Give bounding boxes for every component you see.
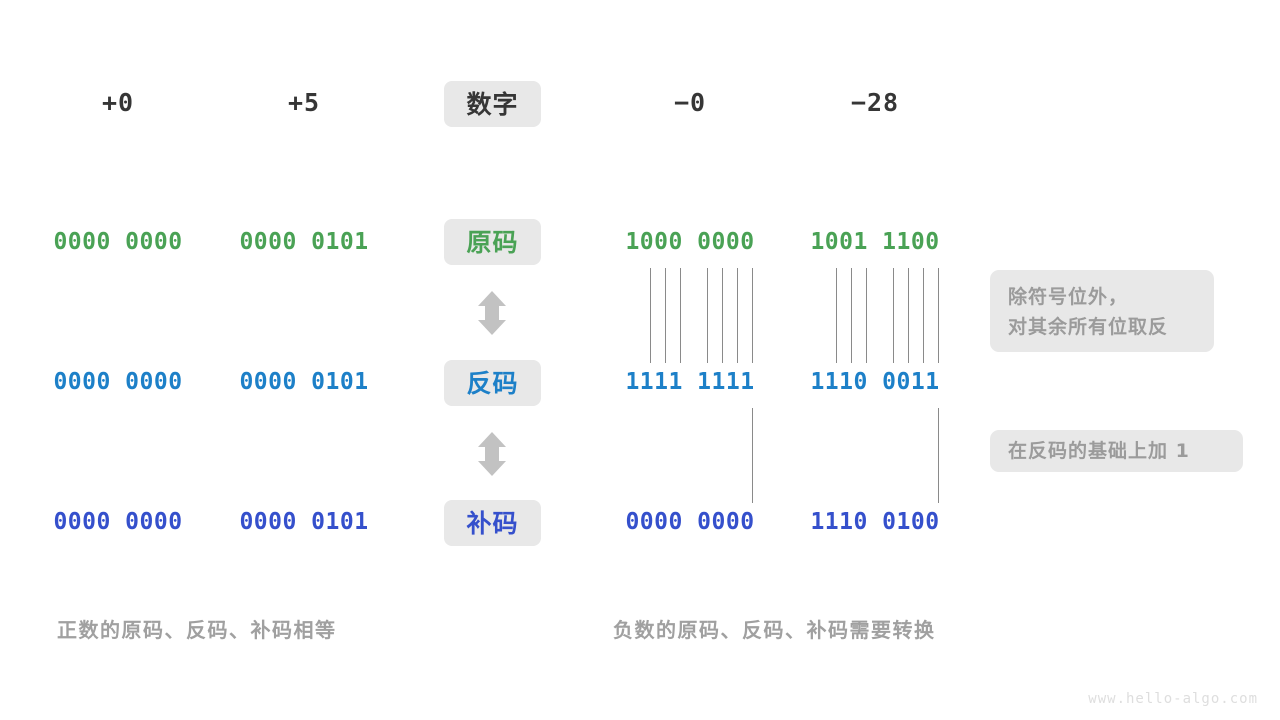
value-sign-magnitude-neg-zero: 1000 0000 [625, 229, 755, 255]
row-label-number-text: 数字 [466, 89, 519, 119]
value-twos-complement-neg-zero: 0000 0000 [625, 509, 755, 535]
value-ones-complement-neg-zero: 1111 1111 [625, 369, 755, 395]
value-twos-complement-pos-five: 0000 0101 [239, 509, 369, 535]
value-sign-magnitude-neg-twentyeight: 1001 1100 [810, 229, 940, 255]
note-invert-bits: 除符号位外， 对其余所有位取反 [990, 270, 1214, 352]
bit-connector-line [836, 268, 837, 363]
bit-connector-line [923, 268, 924, 363]
row-label-ones-complement-text: 反码 [466, 368, 519, 398]
double-head-vertical-arrow-sm-to-oc [472, 289, 512, 337]
note-add-one: 在反码的基础上加 1 [990, 430, 1243, 472]
value-twos-complement-pos-zero: 0000 0000 [53, 509, 183, 535]
bit-connector-line [665, 268, 666, 363]
carry-connector-line [938, 408, 939, 503]
bit-connector-line [722, 268, 723, 363]
carry-connector-line [752, 408, 753, 503]
row-label-ones-complement: 反码 [444, 360, 541, 406]
bit-connector-line [851, 268, 852, 363]
value-number-pos-five: +5 [287, 88, 321, 117]
bit-connector-line [893, 268, 894, 363]
value-twos-complement-neg-twentyeight: 1110 0100 [810, 509, 940, 535]
row-label-twos-complement: 补码 [444, 500, 541, 546]
double-head-vertical-arrow-oc-to-tc [472, 430, 512, 478]
value-sign-magnitude-pos-zero: 0000 0000 [53, 229, 183, 255]
watermark: www.hello-algo.com [1088, 691, 1258, 707]
row-label-number: 数字 [444, 81, 541, 127]
value-ones-complement-pos-five: 0000 0101 [239, 369, 369, 395]
caption-negative: 负数的原码、反码、补码需要转换 [613, 618, 936, 642]
value-ones-complement-neg-twentyeight: 1110 0011 [810, 369, 940, 395]
caption-positive: 正数的原码、反码、补码相等 [57, 618, 337, 642]
bit-connector-line [707, 268, 708, 363]
row-label-sign-magnitude-text: 原码 [466, 227, 519, 257]
bit-connector-line [866, 268, 867, 363]
value-number-neg-twentyeight: −28 [850, 88, 900, 117]
value-number-pos-zero: +0 [101, 88, 135, 117]
row-label-sign-magnitude: 原码 [444, 219, 541, 265]
bit-connector-line [737, 268, 738, 363]
bit-connector-line [680, 268, 681, 363]
value-sign-magnitude-pos-five: 0000 0101 [239, 229, 369, 255]
bit-connector-line [752, 268, 753, 363]
bit-connector-line [650, 268, 651, 363]
value-ones-complement-pos-zero: 0000 0000 [53, 369, 183, 395]
bit-connector-line [908, 268, 909, 363]
value-number-neg-zero: −0 [673, 88, 707, 117]
row-label-twos-complement-text: 补码 [466, 508, 519, 538]
bit-connector-line [938, 268, 939, 363]
